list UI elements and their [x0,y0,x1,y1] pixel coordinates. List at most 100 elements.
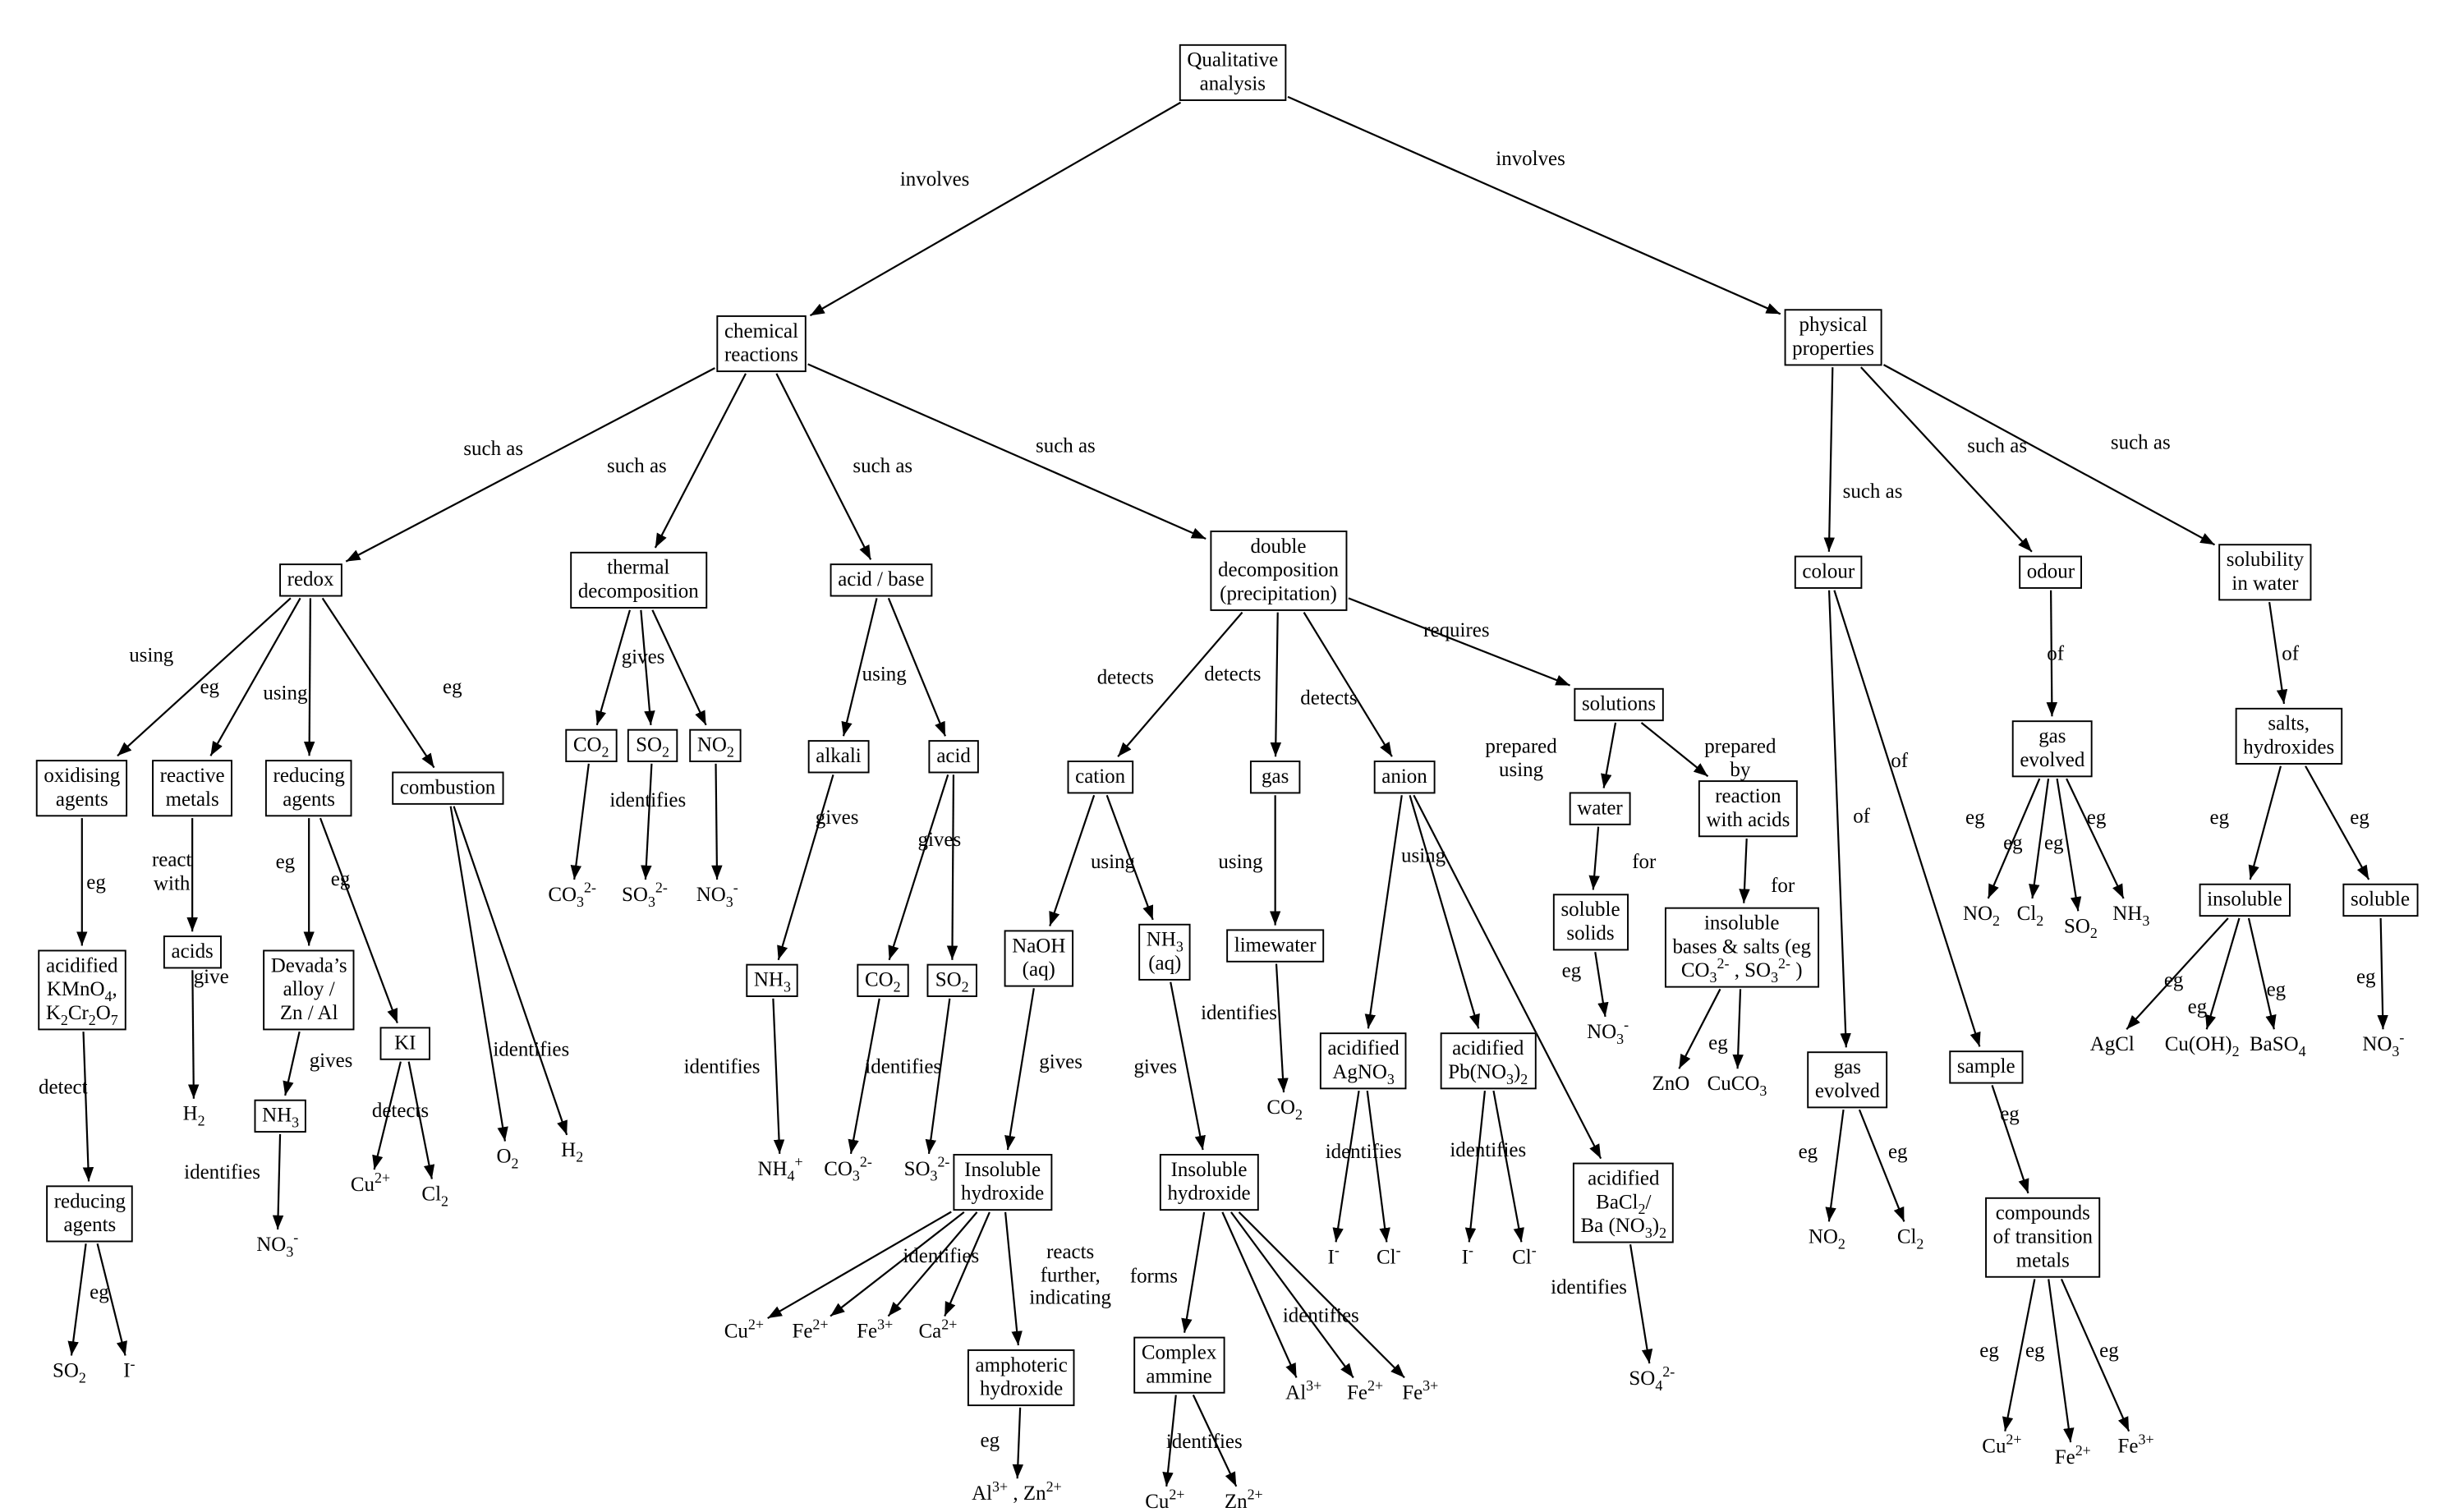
node-nh3-devada: NH3 [254,1099,307,1133]
edge-transition-compounds-to-fe2-transition [2048,1279,2075,1443]
node-qualitative-analysis: Qualitative analysis [1179,44,1286,101]
node-insoluble: insoluble [2199,883,2291,917]
node-no2-thermal: NO2 [689,728,742,762]
edge-co2-thermal-to-carbonate-1 [570,763,590,880]
edge-label-identifies-combustion: identifies [493,1036,570,1061]
node-sulfite-2: SO32- [903,1156,950,1186]
node-nitrate-1: NO3- [696,881,738,912]
node-salts-hydroxides: salts, hydroxides [2235,707,2342,765]
node-thermal-decomposition: thermal decomposition [570,551,707,609]
node-iodide-2: I- [1461,1243,1473,1269]
edge-label-eg-cuoh2: eg [2187,994,2208,1018]
node-baso4: BaSO4 [2249,1032,2306,1061]
edge-label-eg-transition-1: eg [1979,1337,1999,1362]
node-carbonate-1: CO32- [548,881,596,912]
edge-transition-compounds-to-fe3-transition [2060,1279,2130,1432]
edge-label-of-odour: of [2047,641,2065,665]
edge-physical-properties-to-colour [1823,367,1835,552]
node-cl2-odour: Cl2 [2016,900,2044,931]
edge-label-using-gas: using [1218,848,1263,873]
edge-acidified-bacl2-to-sulfate [1629,1244,1653,1364]
edge-chemical-reactions-to-double-decomposition [807,363,1207,540]
edge-anion-to-acidified-agno3 [1364,795,1403,1029]
edge-anion-to-acidified-bacl2 [1413,794,1602,1160]
edge-label-eg-odour-2: eg [2003,830,2023,854]
node-so2-reducing: SO2 [53,1358,86,1388]
edge-label-gives-acid: gives [917,827,962,851]
node-fe2-nh3: Fe2+ [1347,1379,1384,1404]
node-ki: KI [379,1027,430,1060]
edge-insoluble-hydroxide-1-to-amphoteric-hydroxide [1004,1211,1023,1346]
node-cu2-hydroxide: Cu2+ [724,1317,764,1343]
node-fe3-nh3: Fe3+ [1402,1379,1439,1404]
node-cu2-transition: Cu2+ [1982,1432,2022,1458]
edge-label-eg-devada: eg [275,848,296,873]
edge-sample-to-transition-compounds [1991,1085,2029,1194]
edge-label-requires: requires [1423,617,1490,641]
edge-acid-to-so2-acid [946,774,958,960]
edge-acidified-pbno3-to-chloride-2 [1492,1090,1524,1243]
node-complex-ammine: Complex ammine [1133,1336,1225,1394]
edge-acids-to-h2-acids [187,970,200,1099]
edge-gas-evolved-odour-to-nh3-odour [2066,778,2125,899]
edge-label-identifies-limewater: identifies [1201,1000,1277,1024]
edge-label-using-anion: using [1401,843,1446,867]
edge-odour-to-gas-evolved-odour [2046,590,2058,717]
edge-reaction-with-acids-to-insoluble-bases-salts [1739,838,1750,903]
edge-insoluble-hydroxide-2-to-fe3-nh3 [1238,1211,1405,1379]
edge-label-eg-soluble-solids: eg [1561,958,1582,982]
node-transition-compounds: compounds of transition metals [1985,1197,2101,1278]
edge-label-eg-transition-3: eg [2099,1337,2119,1362]
edge-label-involves-1: involves [899,166,970,191]
edge-label-identifies-thermal: identifies [609,788,687,811]
node-so2-odour: SO2 [2063,913,2098,943]
edge-label-prepared-by: prepared by [1704,733,1776,781]
edge-label-identifies-pbno3: identifies [1450,1137,1527,1161]
node-o2-combustion: O2 [496,1143,519,1174]
node-co2-acid: CO2 [857,963,909,997]
edge-anion-to-acidified-pbno3 [1409,794,1480,1029]
edge-acidified-agno3-to-iodide-1 [1332,1090,1360,1243]
node-fe2-transition: Fe2+ [2054,1444,2091,1468]
node-cu2-ki: Cu2+ [350,1171,391,1196]
edge-label-involves-2: involves [1496,145,1565,170]
node-reactive-metals: reactive metals [152,760,233,817]
node-cuoh2: Cu(OH)2 [2164,1032,2240,1061]
node-so2-thermal: SO2 [627,728,678,762]
node-cation: cation [1067,761,1133,794]
node-sample: sample [1949,1050,2024,1084]
edge-label-such-as-4: such as [1036,433,1096,457]
edge-chemical-reactions-to-redox [345,367,715,563]
edge-thermal-decomposition-to-so2-thermal [640,609,655,725]
edge-label-eg-ki: eg [330,866,351,890]
edge-chemical-reactions-to-thermal-decomposition [654,373,747,549]
edge-label-identifies-agno3: identifies [1325,1139,1402,1163]
edge-redox-to-combustion [321,597,435,769]
edge-label-such-as-7: such as [2110,430,2171,454]
edge-redox-to-reactive-metals [209,597,301,756]
node-so2-acid: SO2 [926,963,977,997]
edge-label-identifies-acid: identifies [865,1054,942,1078]
node-fe3-transition: Fe3+ [2117,1432,2154,1458]
edge-label-detects-ki: detects [371,1098,430,1122]
node-insoluble-hydroxide-1: Insoluble hydroxide [953,1153,1052,1211]
edge-reducing-agents-2-to-iodide-reducing [96,1243,127,1356]
edge-label-gives-nh3aq: gives [1133,1054,1178,1078]
node-chloride-1: Cl- [1377,1243,1401,1269]
edge-gas-evolved-colour-to-cl2-colour [1858,1109,1905,1222]
node-cl2-ki: Cl2 [421,1181,448,1211]
edge-label-gives-naoh: gives [1039,1049,1082,1073]
edge-qualitative-analysis-to-physical-properties [1287,95,1781,315]
edge-label-identifies-alkali: identifies [683,1054,761,1078]
node-acidified-agno3: acidified AgNO3 [1319,1032,1408,1090]
edge-double-decomposition-to-gas [1270,612,1282,757]
node-acids: acids [163,935,222,969]
node-soluble: soluble [2342,883,2418,917]
edge-label-reacts-further: reacts further, indicating [1029,1239,1112,1309]
edge-label-using-cation: using [1090,848,1136,873]
node-iodide-reducing: I- [123,1357,136,1382]
edge-ki-to-cu2-ki [372,1061,402,1170]
node-co2-thermal: CO2 [565,728,618,762]
